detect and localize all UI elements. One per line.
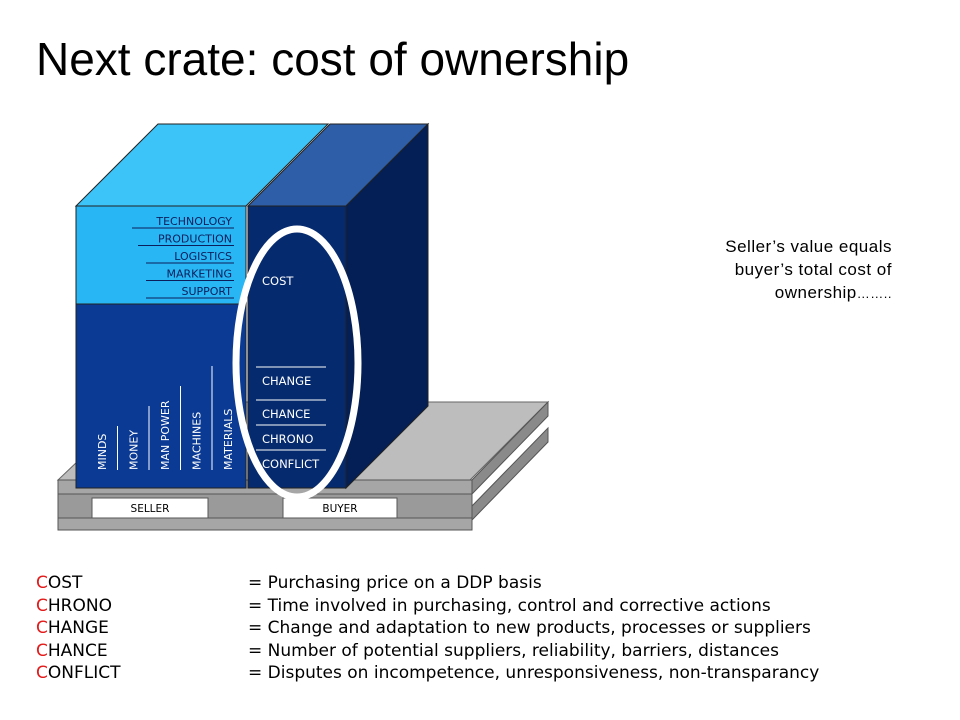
buyer-cost-label: COST: [262, 274, 294, 288]
definition-text: = Purchasing price on a DDP basis: [248, 573, 542, 593]
definition-row: CHANCE = Number of potential suppliers, …: [36, 640, 819, 663]
value-statement-line: Seller’s value equals: [725, 237, 892, 256]
definition-term: CONFLICT: [36, 663, 121, 683]
definition-term: COST: [36, 573, 83, 593]
buyer-box: COST CHANGE CHANCE CHRONO CONFLICT: [246, 122, 430, 490]
definition-text: = Change and adaptation to new products,…: [248, 618, 811, 638]
seller-resource-label: MONEY: [128, 430, 141, 470]
definition-row: CHANGE = Change and adaptation to new pr…: [36, 617, 819, 640]
seller-resource-label: MINDS: [96, 434, 109, 470]
definition-text: = Number of potential suppliers, reliabi…: [248, 640, 779, 661]
definition-text: = Disputes on incompetence, unresponsive…: [248, 663, 820, 683]
seller-resource-label: MAN POWER: [159, 400, 172, 470]
seller-resource-label: MATERIALS: [222, 409, 235, 470]
seller-capability-label: MARKETING: [166, 268, 232, 281]
seller-resources: MINDS MONEY MAN POWER MACHINES MATERIALS: [96, 366, 235, 470]
buyer-cost-label: CONFLICT: [262, 457, 320, 471]
pallet-seller-label-box: [91, 497, 209, 519]
seller-box-lower-face: [75, 303, 247, 489]
pallet-seller-label: SELLER: [131, 503, 170, 515]
definition-row: CHRONO = Time involved in purchasing, co…: [36, 595, 819, 618]
seller-resource-label: MACHINES: [191, 412, 204, 470]
definition-text: = Time involved in purchasing, control a…: [248, 595, 771, 616]
seller-capability-label: LOGISTICS: [174, 250, 232, 263]
definitions-list: COST = Purchasing price on a DDP basis C…: [36, 572, 819, 685]
definition-term: CHANGE: [36, 618, 109, 638]
seller-capability-label: SUPPORT: [181, 285, 232, 298]
seller-box-upper-face: [75, 205, 247, 305]
value-statement: Seller’s value equals buyer’s total cost…: [640, 235, 892, 305]
highlight-ring: [232, 225, 362, 501]
slide-title: Next crate: cost of ownership: [36, 33, 630, 85]
buyer-cost-label: CHRONO: [262, 432, 313, 446]
buyer-cost-label: CHANGE: [262, 374, 311, 388]
definition-row: CONFLICT = Disputes on incompetence, unr…: [36, 662, 819, 685]
seller-box: TECHNOLOGY PRODUCTION LOGISTICS MARKETING SU…: [74, 123, 330, 489]
pallet-buyer-label: BUYER: [322, 503, 357, 515]
buyer-cost-label: CHANCE: [262, 407, 310, 421]
definition-term: CHRONO: [36, 595, 112, 616]
seller-capability-label: PRODUCTION: [158, 233, 232, 246]
buyer-cost-factors: COST CHANGE CHANCE CHRONO CONFLICT: [256, 274, 326, 471]
seller-capabilities: TECHNOLOGY PRODUCTION LOGISTICS MARKETING SU…: [132, 215, 234, 299]
definition-row: COST = Purchasing price on a DDP basis: [36, 572, 819, 595]
pallet-board-front-bottom: [57, 517, 473, 531]
definition-term: CHANCE: [36, 640, 108, 661]
seller-capability-label: TECHNOLOGY: [155, 215, 232, 228]
value-statement-line: ownership……..: [774, 283, 892, 302]
value-statement-line: buyer’s total cost of: [734, 260, 892, 279]
pallet-buyer-label-box: [282, 497, 398, 519]
value-statement-dots: ……..: [856, 286, 892, 301]
